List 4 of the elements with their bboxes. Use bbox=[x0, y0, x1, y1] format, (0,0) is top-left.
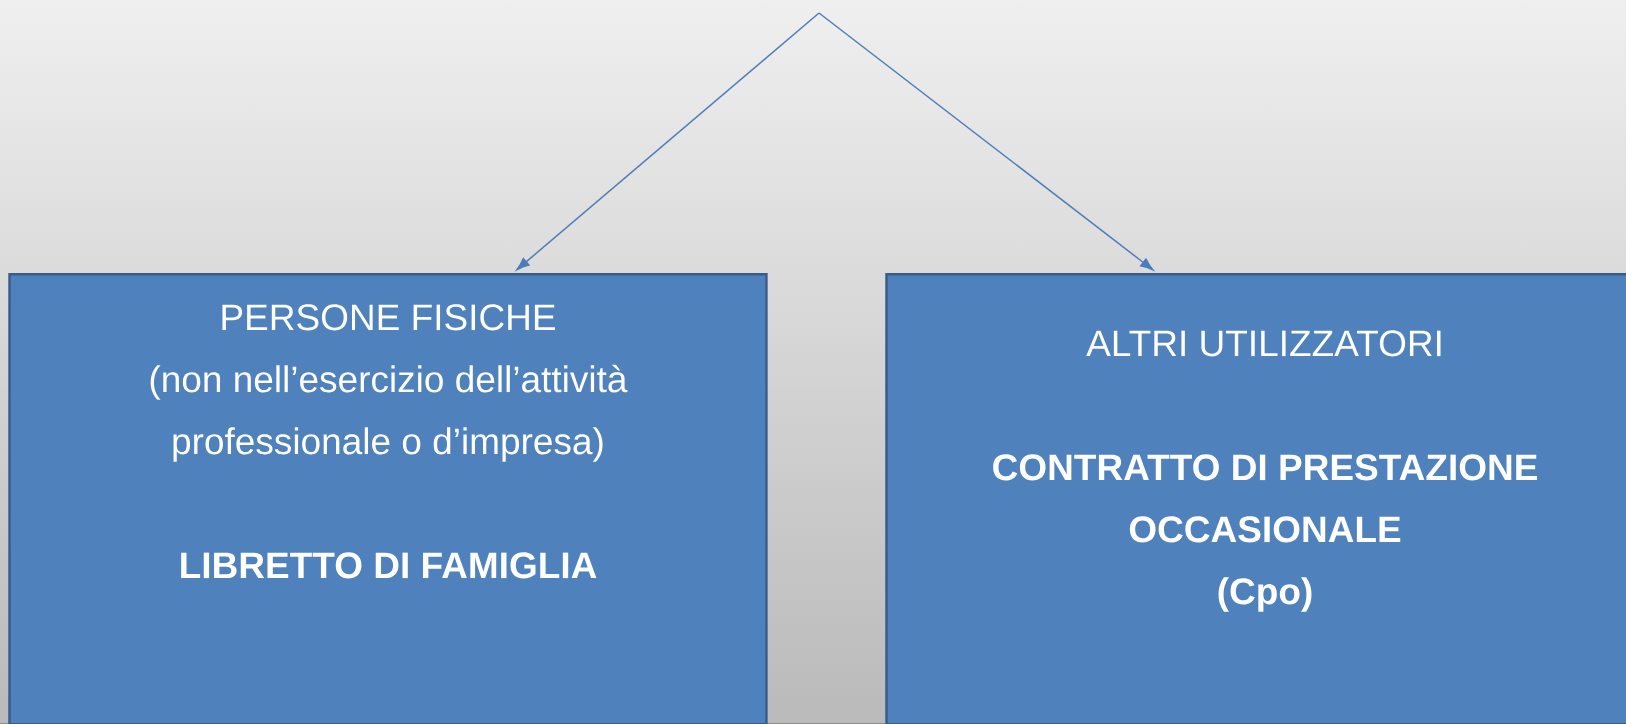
category-box: ALTRI UTILIZZATORI CONTRATTO DI PRESTAZIONE OCCASIONALE (Cpo) bbox=[885, 273, 1626, 724]
category-box: PERSONE FISICHE (non nell’esercizio dell’attività professionale o d’impresa) LIBRETTO DI FAMIGLIA bbox=[8, 273, 768, 724]
arrow bbox=[818, 12, 1154, 271]
arrow bbox=[516, 12, 820, 271]
